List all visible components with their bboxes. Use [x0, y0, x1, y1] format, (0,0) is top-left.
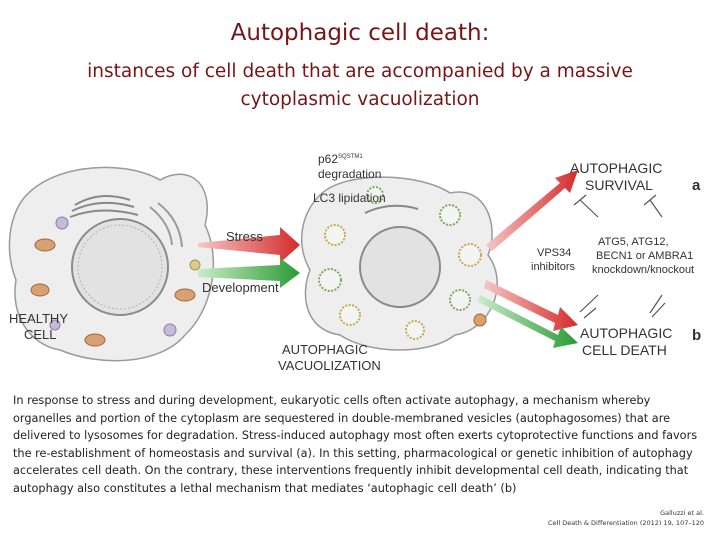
vacuolization-label-line1: AUTOPHAGIC [282, 342, 368, 357]
citation-journal: Cell Death & Differentiation (2012) 19, … [547, 519, 704, 527]
knockdown-label-line1: ATG5, ATG12, [598, 236, 669, 248]
figure-caption: In response to stress and during develop… [13, 394, 698, 495]
vacuolated-cell-illustration [300, 176, 498, 351]
death-panel-letter: b [692, 327, 701, 344]
survival-panel-letter: a [692, 177, 701, 194]
survival-label-line1: AUTOPHAGIC [570, 160, 662, 176]
survival-label-line2: SURVIVAL [585, 177, 653, 193]
stress-arrow [198, 227, 300, 263]
p62-superscript: SQSTM1 [338, 154, 363, 160]
healthy-cell-label-line1: HEALTHY [9, 311, 68, 326]
inhibition-lines [573, 194, 666, 319]
slide-subtitle: instances of cell death that are accompa… [87, 61, 633, 110]
degradation-label: degradation [318, 167, 381, 181]
development-label: Development [202, 280, 279, 295]
death-arrow-green [478, 295, 578, 348]
autophagy-diagram: HEALTHY CELL Stress Development p62SQSTM… [8, 152, 701, 373]
slide-title: Autophagic cell death: [230, 20, 490, 46]
healthy-cell-illustration [8, 166, 215, 362]
death-label-line1: AUTOPHAGIC [580, 325, 672, 341]
citation: Galluzzi et al. Cell Death & Differentia… [548, 508, 704, 528]
stress-label: Stress [226, 229, 263, 244]
development-arrow [198, 258, 300, 288]
p62-label: p62SQSTM1 [318, 152, 363, 166]
death-arrow-red [484, 280, 578, 331]
survival-arrow [486, 170, 578, 251]
knockdown-label-line3: knockdown/knockout [592, 264, 694, 276]
vacuolization-label-line2: VACUOLIZATION [278, 358, 381, 373]
knockdown-label-line2: BECN1 or AMBRA1 [596, 250, 693, 262]
lc3-lipidation-label: LC3 lipidation [313, 191, 386, 205]
vps34-label-line2: inhibitors [531, 261, 576, 273]
vps34-label-line1: VPS34 [537, 247, 571, 259]
death-label-line2: CELL DEATH [582, 342, 667, 358]
citation-authors: Galluzzi et al. [660, 509, 704, 517]
healthy-cell-label-line2: CELL [24, 327, 57, 342]
